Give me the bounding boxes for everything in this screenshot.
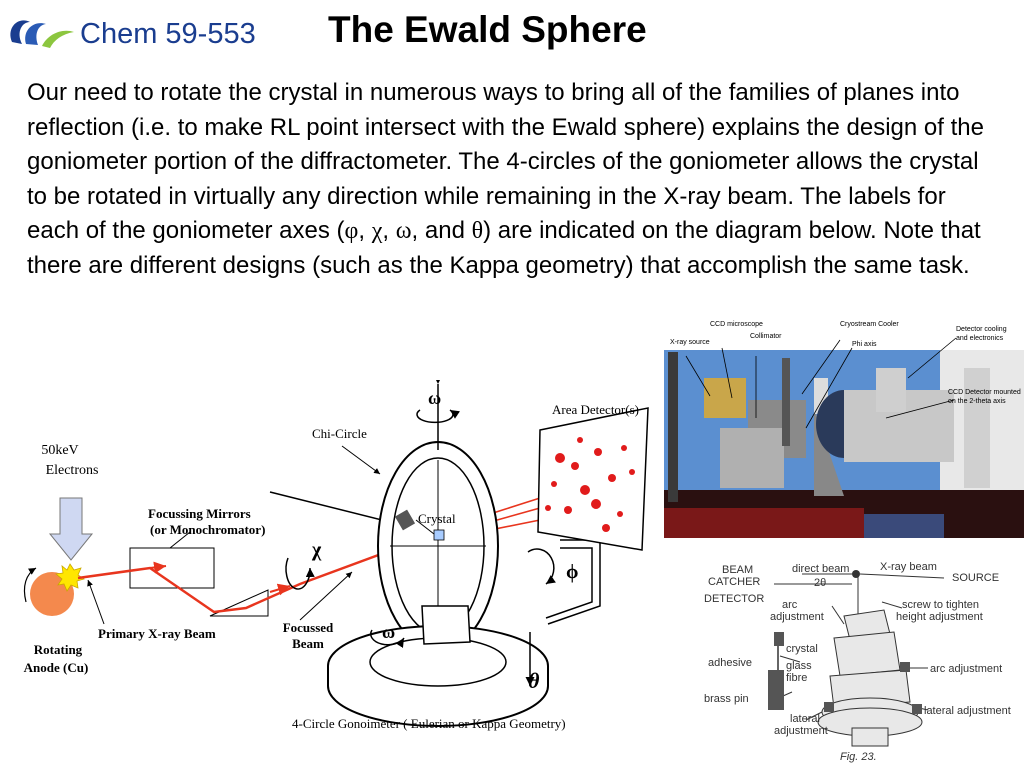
- paragraph-text-1: Our need to rotate the crystal in numero…: [27, 79, 984, 244]
- anode-label-1: Rotating: [34, 642, 83, 657]
- chi-axis-symbol: χ: [311, 539, 322, 561]
- collimator-label: Collimator: [750, 333, 782, 340]
- electron-arrow: [48, 497, 94, 561]
- phi-axis-symbol: ϕ: [566, 561, 578, 583]
- detector-label: DETECTOR: [704, 593, 764, 605]
- theta-symbol: θ: [471, 218, 484, 244]
- ccd-microscope-label: CCD microscope: [710, 321, 763, 328]
- arc-adjustment-label-1: arc: [782, 599, 798, 611]
- phi-axis-label: Phi axis: [852, 341, 877, 348]
- crystal-label: Crystal: [418, 511, 456, 526]
- direct-beam-label: direct beam: [792, 563, 849, 575]
- anode-label-2: Anode (Cu): [24, 660, 89, 675]
- chi-circle-label: Chi-Circle: [312, 426, 367, 441]
- body-paragraph: Our need to rotate the crystal in numero…: [27, 76, 1002, 283]
- goniometer-diagram: 50keV Electrons Rotating Anode (Cu) Prim…: [24, 380, 649, 731]
- diffractometer-photo: CCD microscope Cryostream Cooler Detecto…: [664, 318, 1024, 538]
- university-logo: [10, 20, 74, 48]
- xray-beam: [77, 534, 431, 614]
- electrons-label-1: 50keV: [41, 443, 78, 458]
- goniometer-caption: 4-Circle Gonoimeter ( Eulerian or Kappa …: [292, 716, 566, 731]
- chi-symbol: χ: [371, 218, 383, 244]
- lateral-adjustment-label-2: adjustment: [774, 725, 828, 737]
- focussed-beam-label-1: Focussed: [283, 620, 334, 635]
- mirrors-label-1: Focussing Mirrors: [148, 506, 251, 521]
- glass-fibre-label-1: glass: [786, 660, 812, 672]
- separator: ,: [382, 217, 396, 244]
- fig23-caption: Fig. 23.: [840, 751, 877, 763]
- omega-top-symbol: ω: [428, 388, 441, 408]
- phi-symbol: φ: [344, 218, 359, 244]
- beam-catcher-label-2: CATCHER: [708, 576, 760, 588]
- ccd-detector-label-1: CCD Detector mounted: [948, 389, 1021, 396]
- detector-cooling-label-1: Detector cooling: [956, 326, 1007, 333]
- electrons-label-2: Electrons: [46, 463, 99, 478]
- crystal-mount-figure: BEAM CATCHER DETECTOR direct beam 2θ X-r…: [694, 552, 1024, 768]
- mirrors-label-2: (or Monochromator): [150, 522, 265, 537]
- crystal-sample: [433, 529, 445, 541]
- omega-symbol: ω: [395, 218, 412, 244]
- slide-title: The Ewald Sphere: [328, 9, 647, 50]
- area-detector-label: Area Detector(s): [552, 402, 639, 417]
- separator: ,: [358, 217, 372, 244]
- screw-label-1: screw to tighten: [902, 599, 979, 611]
- adhesive-label: adhesive: [708, 657, 752, 669]
- area-detector: [537, 407, 649, 551]
- glass-fibre-label-2: fibre: [786, 672, 807, 684]
- lateral-adjustment-label-1: lateral: [790, 713, 820, 725]
- cryostream-label: Cryostream Cooler: [840, 321, 899, 328]
- screw-label-2: height adjustment: [896, 611, 983, 623]
- paragraph-text-2: ) are indicated on the diagram below. No…: [27, 217, 981, 279]
- arc-adjustment-right-label: arc adjustment: [930, 663, 1002, 675]
- ccd-detector-label-2: on the 2-theta axis: [948, 398, 1006, 405]
- separator: , and: [411, 217, 472, 244]
- xray-source-label: X-ray source: [670, 339, 710, 346]
- lateral-adjustment-right-label: lateral adjustment: [924, 705, 1011, 717]
- beam-catcher-label-1: BEAM: [722, 564, 753, 576]
- detector-cooling-label-2: and electronics: [956, 335, 1004, 342]
- omega-base-symbol: ω: [382, 622, 395, 642]
- brass-pin-label: brass pin: [704, 693, 749, 705]
- course-code: Chem 59-553: [80, 18, 256, 50]
- crystal-fig-label: crystal: [786, 643, 818, 655]
- source-label: SOURCE: [952, 572, 999, 584]
- focussed-beam-label-2: Beam: [292, 636, 324, 651]
- xray-beam-label: X-ray beam: [880, 561, 937, 573]
- theta-symbol-label: θ: [528, 668, 540, 693]
- diffraction-spots: [545, 437, 635, 532]
- arc-adjustment-label-2: adjustment: [770, 611, 824, 623]
- primary-beam-label: Primary X-ray Beam: [98, 626, 216, 641]
- two-theta-label: 2θ: [814, 577, 826, 589]
